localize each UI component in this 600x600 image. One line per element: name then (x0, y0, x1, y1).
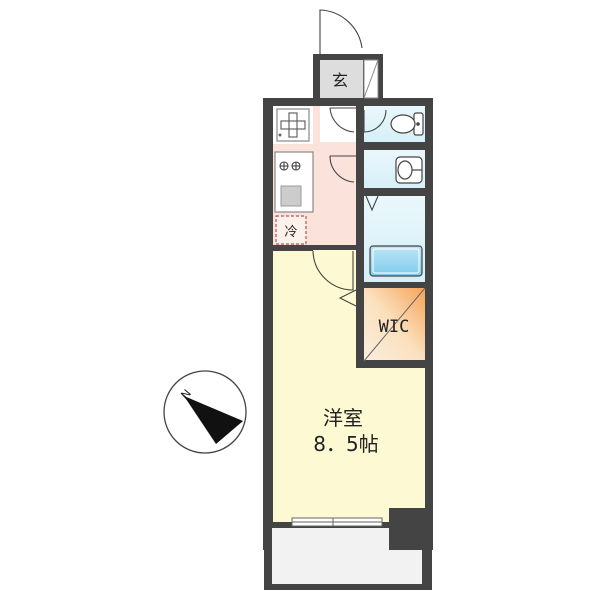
room-size: 8．5帖 (313, 432, 378, 456)
washer-tap-icon (280, 120, 306, 130)
washroom-door (329, 155, 356, 183)
partition-wall (356, 360, 432, 368)
entrance-door (319, 9, 363, 54)
western-room-notch (273, 250, 355, 370)
compass-needle (184, 396, 243, 444)
toilet-icon (390, 112, 424, 136)
washer-tap-icon (288, 112, 298, 138)
partition-wall (363, 282, 427, 288)
washer-pan (276, 108, 310, 142)
corridor-door (329, 107, 356, 133)
room-name: 洋室 (323, 406, 363, 430)
stove-icon (279, 161, 301, 171)
partition-wall (356, 142, 432, 150)
partition-wall (273, 245, 313, 251)
wic-diagonal (363, 287, 426, 362)
partition-wall (356, 142, 364, 368)
balcony-floor (272, 550, 422, 584)
shoe-box-diagonal (363, 59, 379, 99)
washbasin-icon (395, 156, 423, 184)
sink-icon (280, 185, 302, 207)
wic-label: WIC (379, 317, 410, 337)
corridor (320, 106, 356, 142)
bathtub-inner (372, 248, 420, 274)
balcony-floor (272, 528, 389, 552)
fridge-label: 冷 (284, 225, 297, 240)
bath-door (365, 195, 379, 212)
entrance-label: 玄 (332, 71, 348, 90)
wic-door (338, 289, 357, 307)
compass: N (163, 370, 247, 454)
room-door (312, 250, 354, 291)
entrance-area (320, 60, 363, 98)
bathtub-icon (369, 245, 423, 277)
drain-icon (278, 133, 282, 137)
fridge-space (275, 215, 307, 245)
partition-wall (313, 98, 364, 106)
toilet-door (363, 109, 387, 133)
